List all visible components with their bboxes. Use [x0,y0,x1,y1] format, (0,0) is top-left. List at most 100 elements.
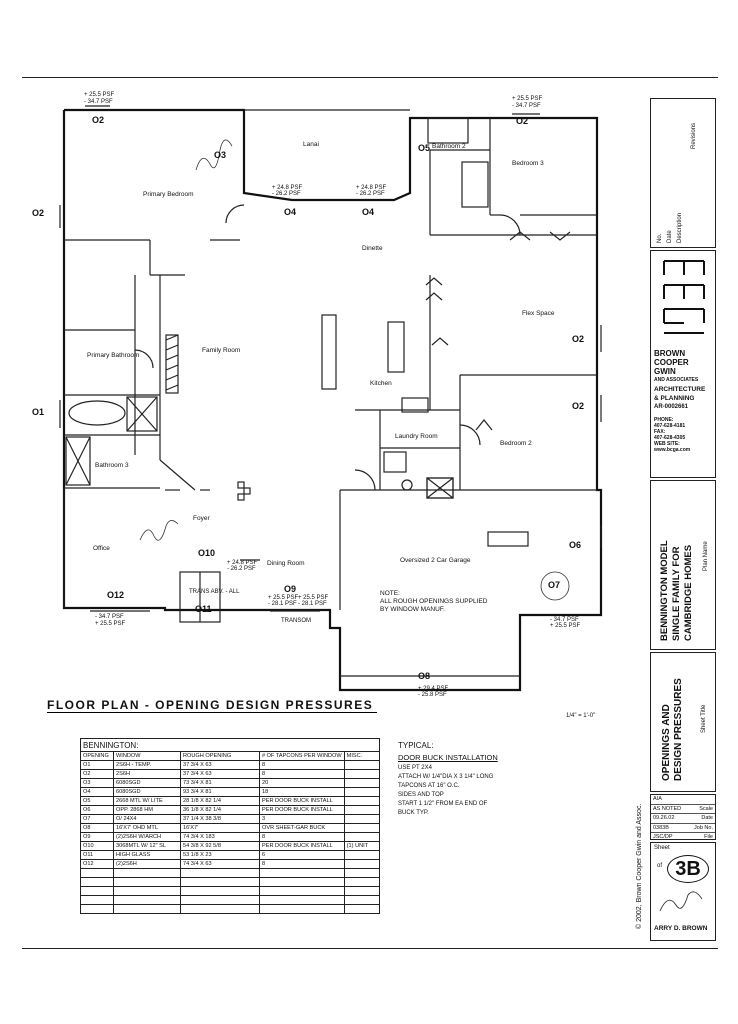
plan-name-box: BENNINGTON MODEL SINGLE FAMILY FOR CAMBR… [650,480,716,650]
schedule-cell-empty [343,904,380,914]
schedule-cell [343,814,380,824]
opening-mark-o8: O8 [418,671,431,681]
schedule-cell: 93 3/4 X 81 [180,787,260,797]
schedule-cell: 73 3/4 X 81 [180,778,260,788]
schedule-cell: 2668 MTL W/ LITE [113,796,181,806]
typical-line: ATTACH W/ 1/4"DIA X 3 1/4" LONG [398,774,494,780]
schedule-cell: 37 1/4 X 38 3/8 [180,814,260,824]
schedule-cell: 18 [259,787,345,797]
firm-line: & PLANNING [654,395,695,402]
room-label-office: Office [93,545,110,552]
schedule-cell: OPP. 2868 HM [113,805,181,815]
schedule-cell [343,796,380,806]
schedule-cell [343,859,380,869]
room-label-bathroom-3: Bathroom 3 [95,462,129,469]
schedule-header: OPENING [80,751,114,761]
schedule-cell: 8 [259,769,345,779]
pressure-label: + 24.8 PSF [356,185,387,191]
web-label: WEB SITE: [654,441,680,447]
schedule-cell: O12 [80,859,114,869]
schedule-cell: O/ 24X4 [113,814,181,824]
firm-line: AND ASSOCIATES [654,377,699,383]
schedule-cell: OVR SHEET-GAR BUCK [259,823,345,833]
fax-number: 407-628-4305 [654,435,686,441]
drawing-sheet-border [22,77,718,949]
schedule-cell-empty [180,895,260,905]
schedule-header: MISC. [343,751,380,761]
schedule-cell [343,760,380,770]
schedule-cell [343,769,380,779]
schedule-cell: O1 [80,760,114,770]
plan-name-line: BENNINGTON MODEL [659,540,670,641]
sheet-number: 3B [667,855,709,883]
note-line: NOTE: [380,590,400,597]
project-info-label: File [704,834,713,841]
project-info-label: Date [701,815,713,822]
schedule-cell [343,787,380,797]
note-line: ALL ROUGH OPENINGS SUPPLIED [380,598,488,605]
firm-box: BROWN COOPER GWIN AND ASSOCIATES ARCHITE… [650,250,716,478]
schedule-cell: O9 [80,832,114,842]
opening-mark-o2: O2 [92,115,105,125]
room-label-primary-bathroom: Primary Bathroom [87,352,140,359]
plan-name-line: SINGLE FAMILY FOR [671,546,682,642]
room-label-lanai: Lanai [303,141,319,148]
sheet-title-line: OPENINGS AND [661,704,672,781]
opening-mark-o1: O1 [32,407,45,417]
opening-mark-o9: O9 [284,584,297,594]
schedule-cell-empty [343,895,380,905]
table-row-empty [80,904,380,914]
pressure-label: - 34.7 PSF [95,614,124,620]
schedule-header: ROUGH OPENING [180,751,260,761]
schedule-cell: 2S6H [113,769,181,779]
transom-label: TRANSOM [281,618,311,624]
copyright-notice: © 2002, Brown Cooper Gwin and Assoc. [636,803,643,929]
project-info-value: 0383B [653,824,669,831]
schedule-cell: 74 3/4 X 183 [180,832,260,842]
schedule-cell: (2)2S6H W/ARCH [113,832,181,842]
typical-line: START 1 1/2" FROM EA END OF [398,801,488,807]
schedule-cell: 6 [259,850,345,860]
opening-mark-o2: O2 [32,208,45,218]
signature-name: ARRY D. BROWN [654,925,708,932]
typical-title: TYPICAL: [398,741,434,750]
schedule-cell: 16'X7' [180,823,260,833]
schedule-cell: (2)2S6H [113,859,181,869]
schedule-cell-empty [259,895,345,905]
schedule-cell-empty [259,886,345,896]
opening-mark-o11: O11 [195,604,212,614]
web-address: www.bcga.com [654,447,691,453]
project-info-value: AIA [653,796,662,802]
note-line: BY WINDOW MANUF. [380,606,445,613]
sheet-label: Sheet [654,845,670,851]
room-label-laundry-room: Laundry Room [395,433,438,440]
schedule-cell-empty [180,904,260,914]
pressure-label: + 24.8 PSF [272,185,303,191]
schedule-cell-empty [80,904,114,914]
schedule-cell-empty [259,877,345,887]
schedule-cell: 37 3/4 X 63 [180,760,260,770]
firm-line: GWIN [654,367,676,376]
pressure-label: + 25.5 PSF [512,96,543,102]
pressure-label: + 25.5 PSF [550,623,581,629]
schedule-cell: O2 [80,769,114,779]
room-label-dining-room: Dining Room [267,560,305,567]
room-label-bathroom-2: Bathroom 2 [432,143,466,150]
schedule-cell: 16'X7' OHD MTL [113,823,181,833]
project-info-value: JSC/DP [653,834,673,841]
schedule-cell [343,832,380,842]
schedule-cell: 6080SGD [113,778,181,788]
revisions-header: No. [657,233,663,243]
schedule-cell: 3 [259,814,345,824]
opening-mark-o3: O3 [214,150,227,160]
pressure-label: - 34.7 PSF [550,617,579,623]
revisions-header: Date [667,230,673,243]
